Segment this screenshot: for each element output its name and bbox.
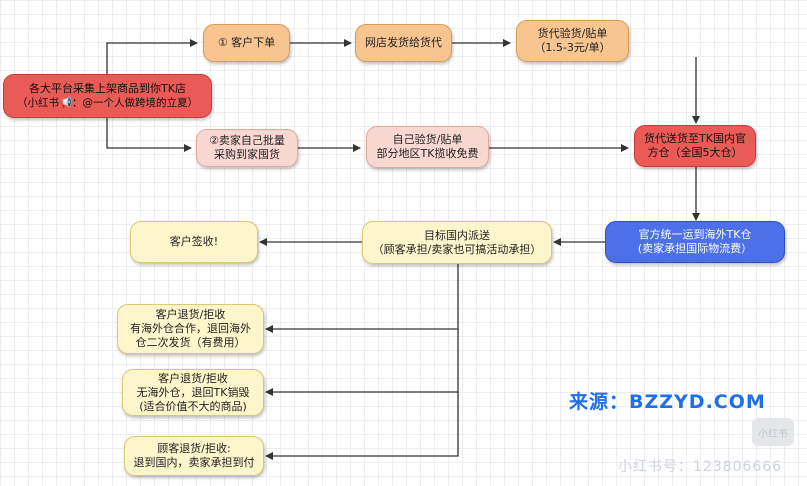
handle-watermark: 小红书号：123806666: [618, 459, 783, 475]
node-self-check: 自己验货/贴单 部分地区TK揽收免费: [366, 126, 489, 168]
source-label: 来源：: [569, 391, 630, 413]
node-tk-domestic-warehouse: 货代送货至TK国内官 方仓（全国5大仓）: [634, 125, 756, 167]
node-bulk-purchase: ②卖家自己批量 采购到家囤货: [196, 129, 298, 167]
node-text: 方仓（全国5大仓）: [647, 146, 743, 159]
node-text: 货代验货/贴单: [537, 27, 608, 40]
node-text: 目标国内派送: [424, 228, 490, 242]
node-text: 网店发货给货代: [365, 36, 442, 49]
node-shop-ship: 网店发货给货代: [355, 24, 452, 62]
node-text: （1.5-3元/单）: [534, 41, 611, 54]
node-return-domestic: 顾客退货/拒收: 退到国内，卖家承担到付: [124, 436, 264, 476]
node-text: 采购到家囤货: [214, 148, 280, 161]
node-text: 客户退货/拒收: [155, 308, 226, 321]
node-text: 无海外仓，退回TK销毁: [136, 385, 250, 399]
node-text: ① 客户下单: [217, 36, 276, 49]
node-customer-signed: 客户签收!: [130, 221, 258, 263]
arrow-delivery-to-return2: [265, 329, 459, 396]
node-return-overseas: 客户退货/拒收 有海外仓合作，退回海外 仓二次发货（有费用）: [117, 304, 264, 354]
node-text: 有海外仓合作，退回海外: [130, 322, 251, 335]
logo-text: 小红书: [758, 428, 788, 440]
node-text: 官方统一运到海外TK仓: [638, 228, 752, 241]
node-text: 各大平台采集上架商品到你TK店: [29, 82, 186, 95]
arrow-source-to-bulk: [106, 118, 192, 152]
arrow-source-to-order: [106, 39, 198, 74]
node-customer-order: ① 客户下单: [203, 24, 290, 62]
node-return-destroy: 客户退货/拒收 无海外仓，退回TK销毁 (适合价值不大的商品): [122, 369, 264, 416]
node-source-platforms: 各大平台采集上架商品到你TK店 （小红书📢：@一个人做跨境的立夏）: [3, 74, 212, 118]
node-text: 客户签收!: [169, 235, 219, 248]
node-destination-delivery: 目标国内派送 （顾客承担/卖家也可搞活动承担）: [362, 221, 552, 264]
node-text: (适合价值不大的商品): [139, 399, 247, 413]
node-text: 客户退货/拒收: [158, 371, 228, 385]
source-value: BZZYD.COM: [629, 391, 766, 413]
node-text: ②卖家自己批量: [209, 134, 285, 147]
node-overseas-warehouse: 官方统一运到海外TK仓 (卖家承担国际物流费）: [605, 221, 785, 263]
node-text: 货代送货至TK国内官: [644, 132, 746, 145]
node-text: 部分地区TK揽收免费: [376, 147, 479, 160]
node-text: （顾客承担/卖家也可搞活动承担）: [372, 242, 542, 256]
node-text: 退到国内，卖家承担到付: [133, 456, 255, 469]
node-text: 顾客退货/拒收:: [157, 442, 231, 455]
arrow-delivery-to-return3: [265, 392, 459, 460]
source-watermark: 来源：BZZYD.COM: [569, 387, 766, 414]
node-text: (卖家承担国际物流费）: [637, 242, 753, 255]
node-text: 自己验货/贴单: [392, 133, 463, 146]
node-forwarder-check: 货代验货/贴单 （1.5-3元/单）: [516, 20, 629, 62]
arrow-delivery-to-return1: [265, 264, 459, 333]
node-text: 仓二次发货（有费用）: [135, 336, 246, 349]
xiaohongshu-logo: 小红书: [752, 418, 794, 446]
node-text: （小红书📢：@一个人做跨境的立夏）: [16, 97, 199, 109]
